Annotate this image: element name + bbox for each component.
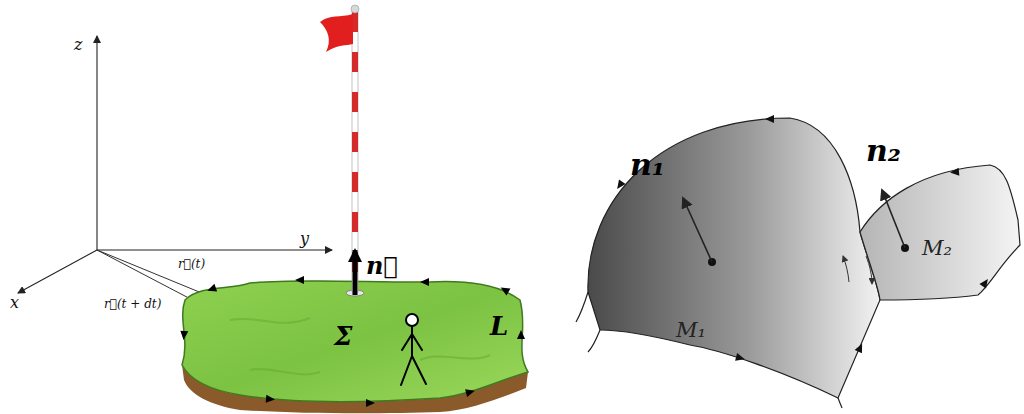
- surface-boundary-arrows: [614, 115, 991, 363]
- axis-label: z: [74, 36, 82, 54]
- surface-m1: [588, 118, 880, 398]
- grass-texture: [230, 318, 490, 374]
- coordinate-axes: [18, 36, 332, 293]
- stick-figure: [401, 314, 426, 385]
- flag-pole: [320, 5, 364, 296]
- normal-label: n₁: [630, 148, 665, 183]
- normal-vector: [353, 250, 358, 295]
- boundary-label: L: [490, 312, 508, 342]
- boundary-arrows: [180, 276, 525, 407]
- normal-label: n₂: [866, 134, 901, 169]
- grass-surface: [182, 281, 528, 402]
- axis-label: y: [300, 230, 309, 248]
- surface-label: M₁: [676, 318, 706, 342]
- surface-label: M₂: [922, 236, 952, 260]
- surface-normals: [683, 190, 909, 266]
- surface-label: Σ: [334, 322, 352, 352]
- vector-label: r⃗(t): [178, 258, 205, 272]
- interface-arrows: [843, 256, 872, 284]
- surface-m2: [860, 165, 1020, 300]
- surface-edges: [576, 292, 842, 408]
- normal-label: n⃗: [366, 252, 398, 280]
- vector-label: r⃗(t + dt): [104, 298, 161, 312]
- axis-label: x: [10, 294, 19, 312]
